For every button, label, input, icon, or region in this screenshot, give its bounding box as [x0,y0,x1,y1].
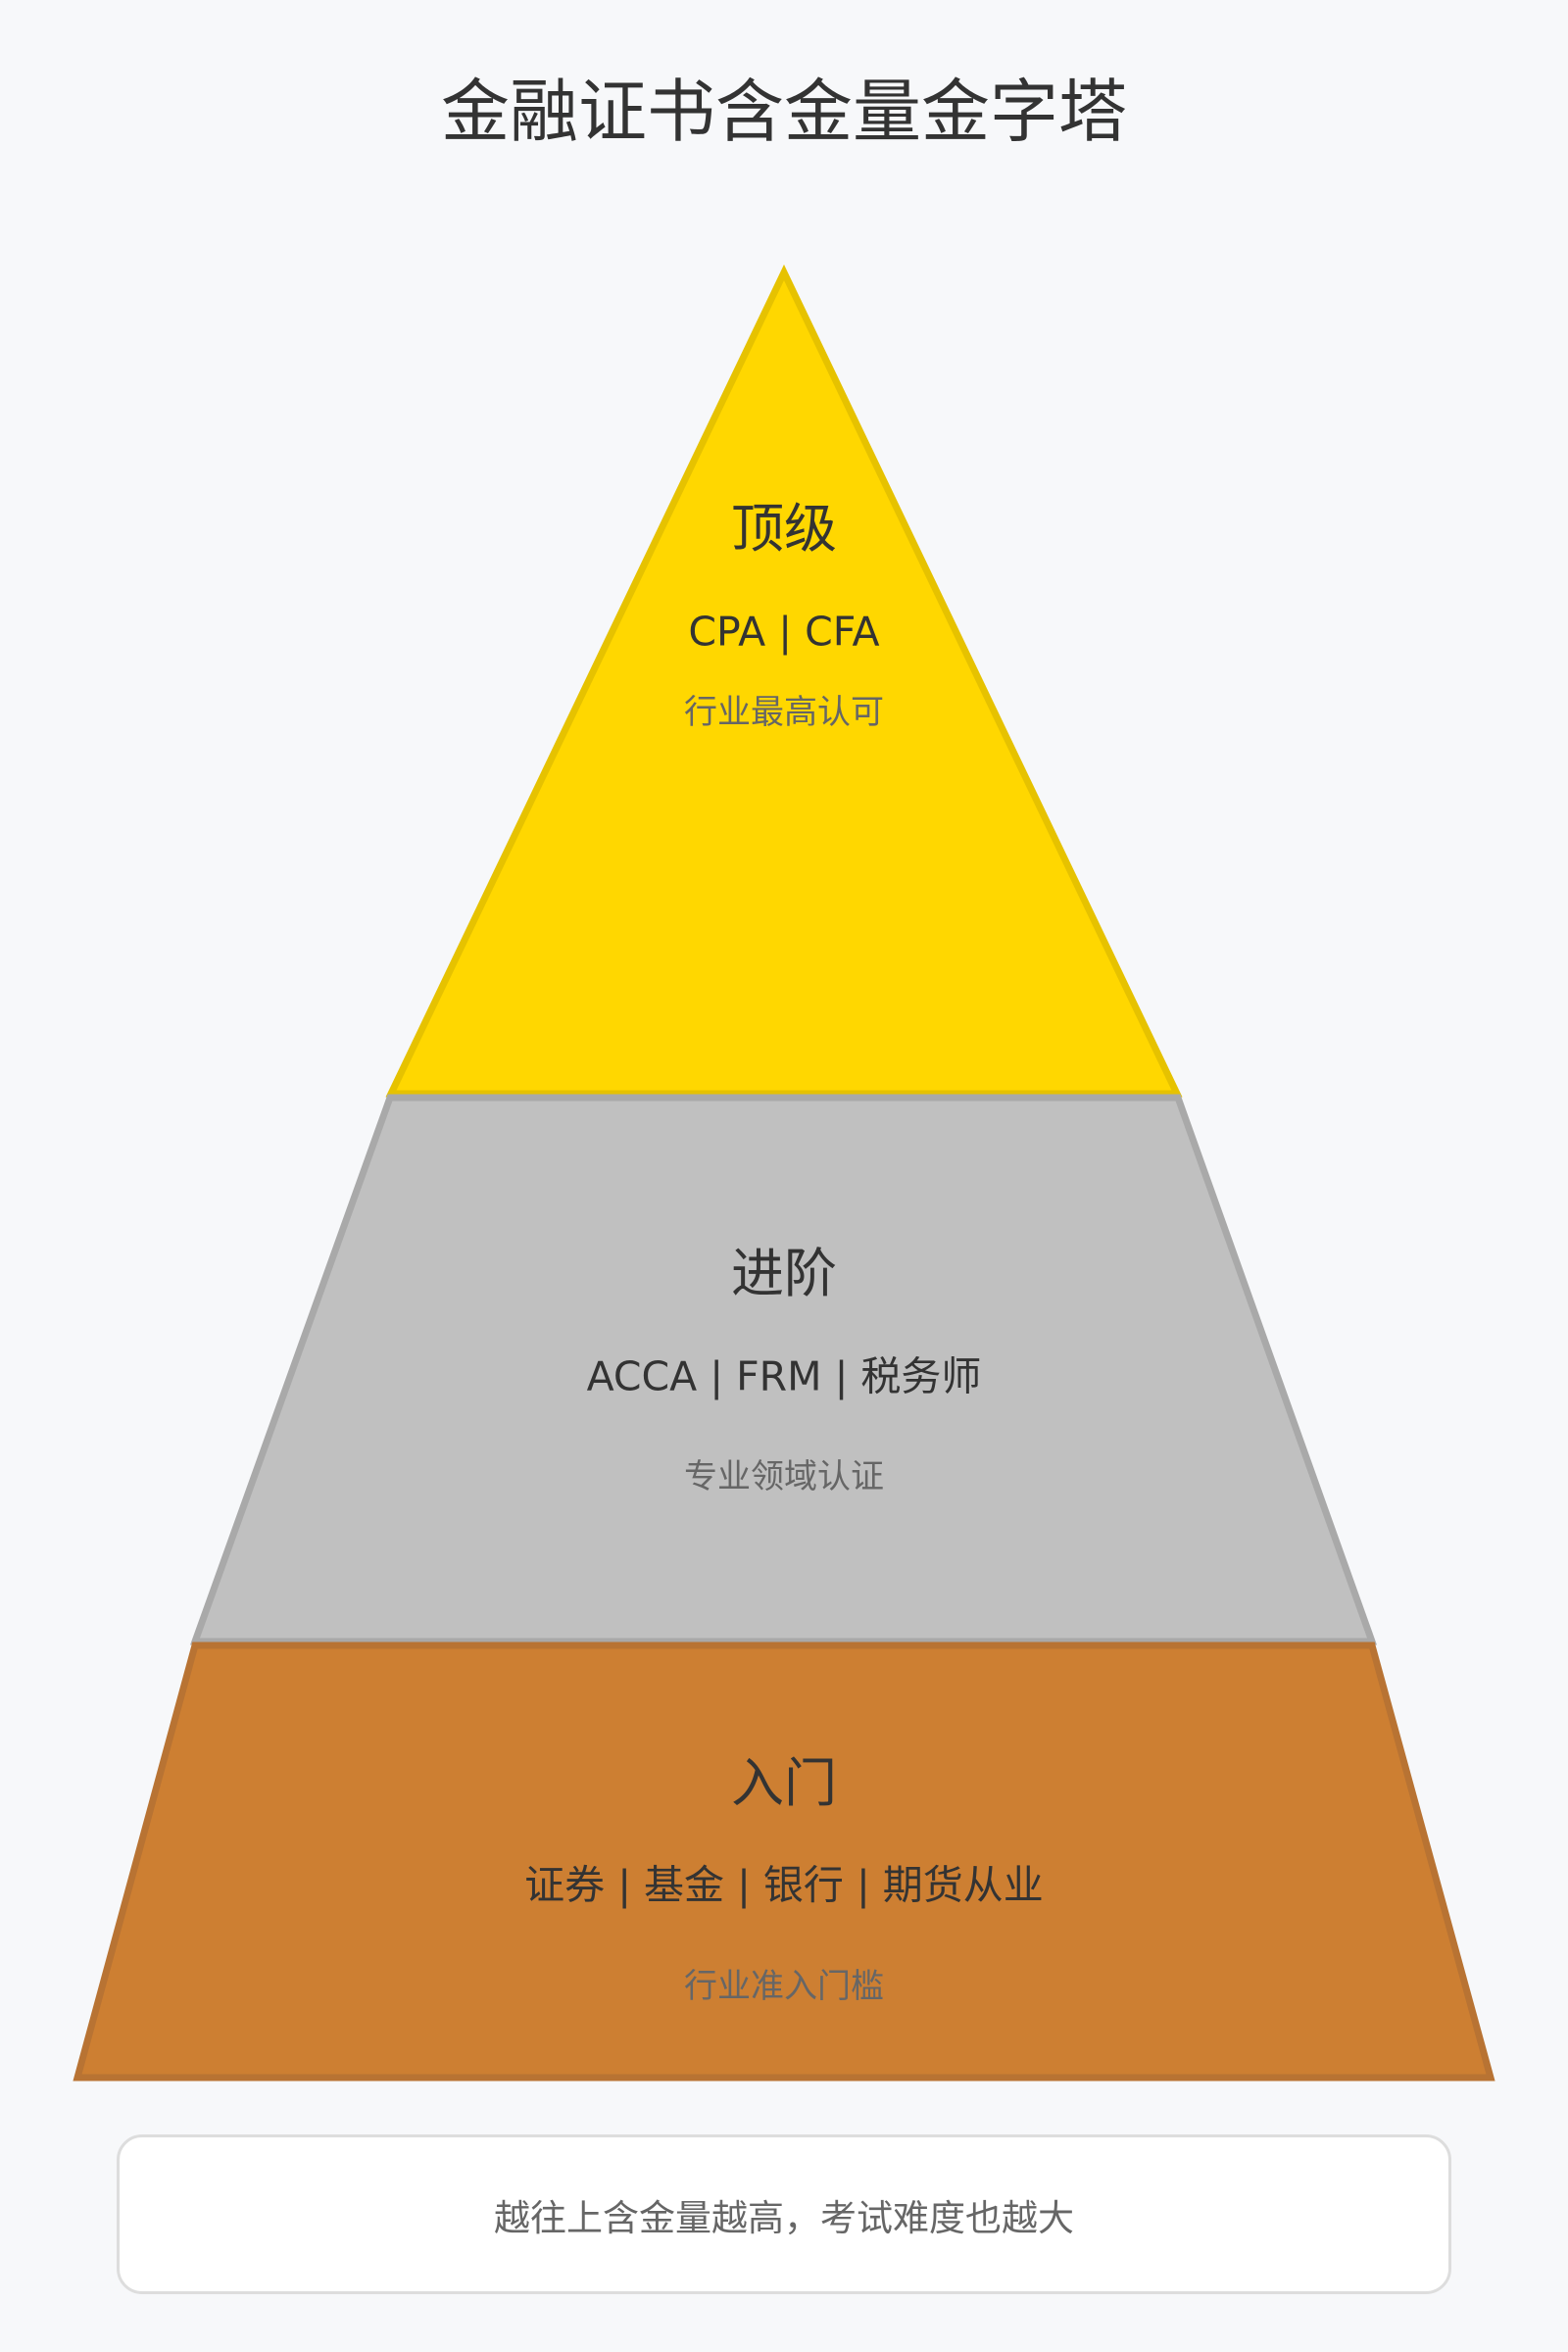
tier-bottom-shape [73,1642,1495,2082]
tier-bottom-label: 入门 [731,1752,837,1814]
tier-middle-label: 进阶 [731,1243,837,1304]
tier-middle-desc: 专业领域认证 [684,1457,884,1496]
note-box: 越往上含金量越高，考试难度也越大 [117,2134,1451,2294]
tier-top-items: CPA | CFA [688,608,880,656]
tier-middle-items: ACCA | FRM | 税务师 [586,1352,982,1400]
tier-bottom-desc: 行业准入门槛 [684,1967,884,2006]
page-title: 金融证书含金量金字塔 [441,72,1127,152]
tier-middle-shape [190,1094,1377,1645]
tier-top-label: 顶级 [731,498,837,560]
tier-bottom-items: 证券 | 基金 | 银行 | 期货从业 [524,1861,1044,1909]
tier-top-desc: 行业最高认可 [684,693,884,732]
note-text: 越往上含金量越高，考试难度也越大 [494,2196,1074,2239]
tier-top-shape [385,264,1183,1098]
